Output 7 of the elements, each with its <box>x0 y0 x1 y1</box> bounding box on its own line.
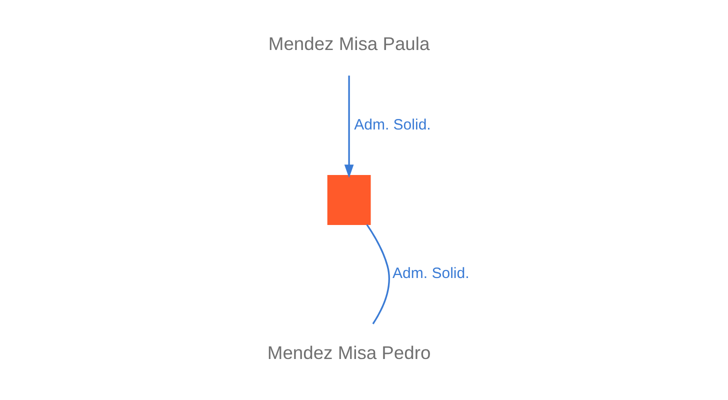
edge-label: Adm. Solid. <box>354 116 430 134</box>
node-text: Mendez Misa Paula <box>268 33 430 54</box>
connector <box>366 224 390 324</box>
edge-label: Adm. Solid. <box>392 265 469 282</box>
node-building <box>326 174 370 226</box>
arrow <box>344 76 354 178</box>
node-text: Mendez Misa Pedro <box>266 342 430 364</box>
